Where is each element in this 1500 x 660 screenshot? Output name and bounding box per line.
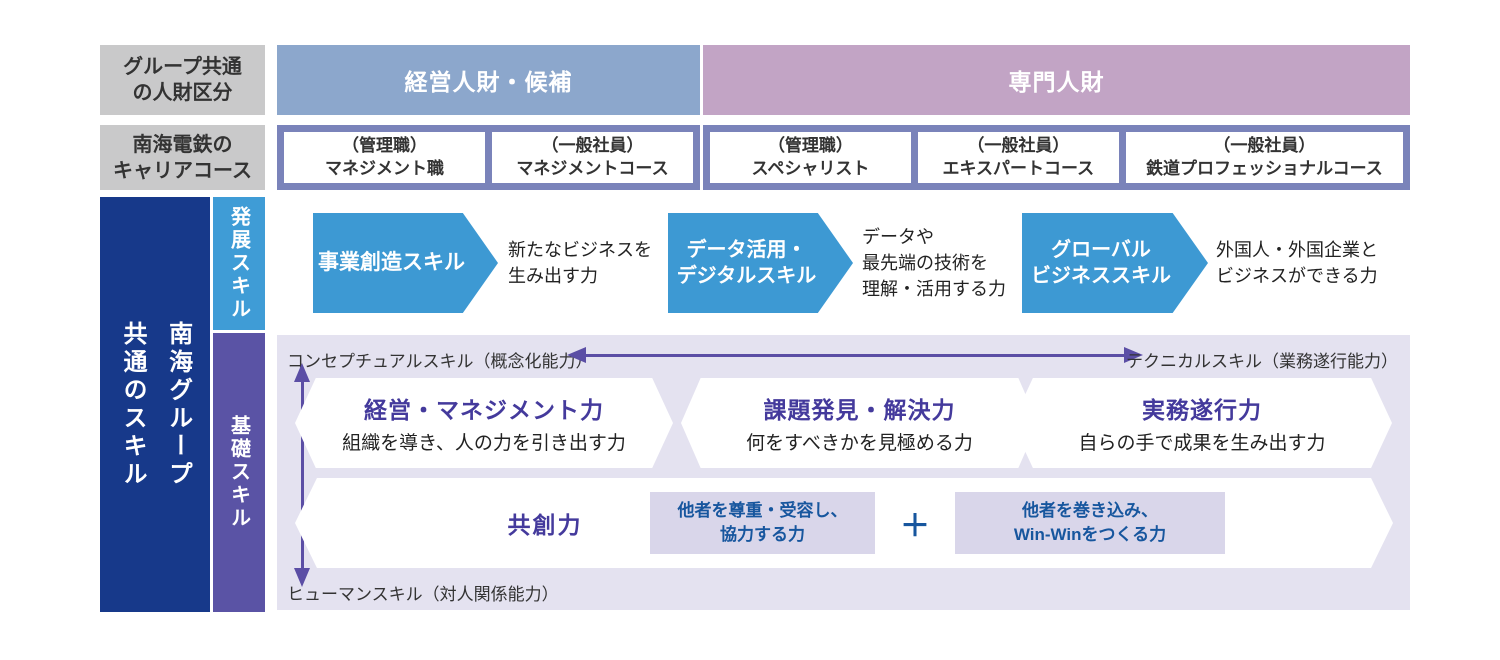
career-course-specialist: （管理職） スペシャリスト (710, 132, 911, 183)
arrow-left-head-icon (567, 347, 586, 363)
base-skill-execution-desc: 自らの手で成果を生み出す力 (1078, 433, 1326, 454)
arrow-down-head-icon (294, 568, 310, 587)
dev-skill-global-business: グローバル ビジネススキル (1022, 213, 1208, 313)
base-skill-management-desc: 組織を導き、人の力を引き出す力 (342, 433, 626, 454)
career-course-management-shoku: （管理職） マネジメント職 (284, 132, 485, 183)
base-skill-management-title: 経営・マネジメント力 (364, 397, 604, 423)
base-skill-label: 基礎スキル (227, 415, 250, 530)
dev-skill-business-creation-desc: 新たなビジネスを 生み出す力 (508, 239, 652, 286)
human-skill-label: ヒューマンスキル（対人関係能力） (287, 585, 559, 604)
technical-skill-label: テクニカルスキル（業務遂行能力） (1126, 352, 1398, 371)
base-skill-problem-solving: 課題発見・解決力 何をすべきかを見極める力 (681, 378, 1038, 468)
co-creation-component-winwin: 他者を巻き込み、 Win-Winをつくる力 (955, 492, 1225, 554)
conceptual-skill-label: コンセプチュアルスキル（概念化能力） (287, 352, 593, 371)
career-course-management-course: （一般社員） マネジメントコース (492, 132, 693, 183)
division-row-label: グループ共通 の人財区分 (100, 45, 265, 115)
base-skills-panel: コンセプチュアルスキル（概念化能力） テクニカルスキル（業務遂行能力） 経営・マ… (277, 335, 1410, 610)
sidebar-base-skill-bar: 基礎スキル (213, 333, 265, 612)
career-group-management: （管理職） マネジメント職 （一般社員） マネジメントコース (277, 125, 700, 190)
development-skill-label: 発展スキル (227, 206, 250, 321)
conceptual-technical-axis-arrow (567, 347, 1143, 363)
division-management-band: 経営人財・候補 (277, 45, 700, 115)
arrow-up-head-icon (294, 363, 310, 382)
career-course-rail-professional: （一般社員） 鉄道プロフェッショナルコース (1125, 132, 1403, 183)
sidebar-group-skills-title: 南海グループ 共通のスキル (100, 197, 210, 612)
plus-sign: ＋ (900, 510, 930, 543)
base-skill-management: 経営・マネジメント力 組織を導き、人の力を引き出す力 (295, 378, 673, 468)
base-skill-execution: 実務遂行力 自らの手で成果を生み出す力 (1012, 378, 1392, 468)
co-creation-band: 共創力 他者を尊重・受容し、 協力する力 ＋ 他者を巻き込み、 Win-Winを… (295, 478, 1393, 568)
sidebar-title-text: 南海グループ 共通のスキル (119, 320, 192, 489)
dev-skill-data-digital: データ活用・ デジタルスキル (668, 213, 853, 313)
base-skill-problem-solving-title: 課題発見・解決力 (763, 397, 956, 423)
dev-skill-business-creation: 事業創造スキル (313, 213, 498, 313)
sidebar-development-skill-bar: 発展スキル (213, 197, 265, 330)
co-creation-title: 共創力 (507, 512, 583, 538)
arrow-right-head-icon (1124, 347, 1143, 363)
division-specialist-band: 専門人財 (703, 45, 1410, 115)
base-skill-problem-solving-desc: 何をすべきかを見極める力 (746, 433, 973, 454)
dev-skill-data-digital-desc: データや 最先端の技術を 理解・活用する力 (862, 226, 1006, 300)
conceptual-human-axis-arrow (294, 363, 310, 587)
base-skill-execution-title: 実務遂行力 (1142, 397, 1262, 423)
career-group-specialist: （管理職） スペシャリスト （一般社員） エキスパートコース （一般社員） 鉄道… (703, 125, 1410, 190)
co-creation-component-respect: 他者を尊重・受容し、 協力する力 (650, 492, 875, 554)
dev-skill-global-business-desc: 外国人・外国企業と ビジネスができる力 (1216, 239, 1378, 286)
career-row-label: 南海電鉄の キャリアコース (100, 125, 265, 190)
career-course-expert: （一般社員） エキスパートコース (917, 132, 1119, 183)
